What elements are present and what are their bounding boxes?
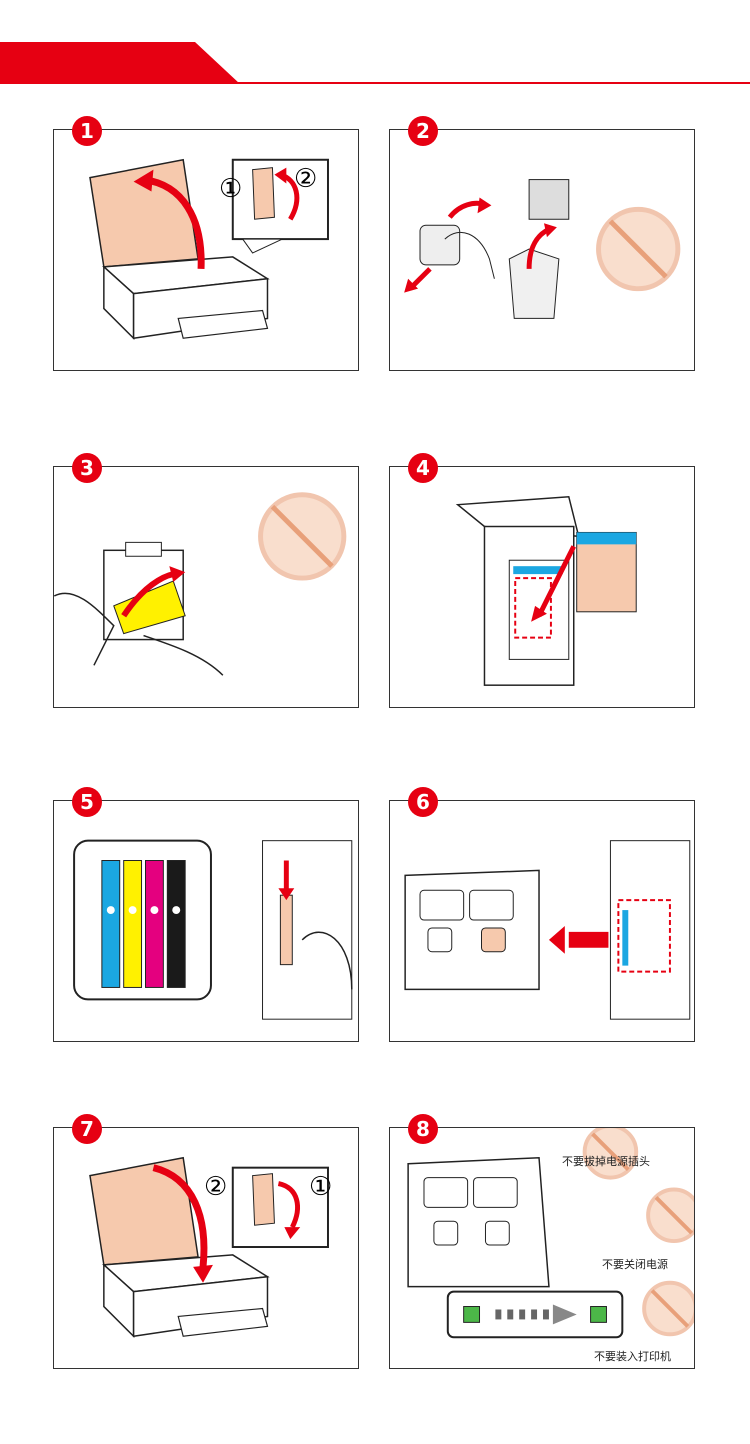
callout-2: ② (294, 164, 318, 194)
step-3-panel: 3 (53, 453, 359, 708)
step-number-badge: 6 (408, 787, 438, 817)
press-ink-button-illustration (404, 840, 691, 1020)
warning-label-unplug: 不要拔掉电源插头 (562, 1155, 650, 1168)
unpack-cartridges-illustration (404, 179, 681, 319)
callout-2: ② (204, 1172, 228, 1202)
step-number-badge: 5 (72, 787, 102, 817)
step-5-panel: 5 (53, 787, 359, 1042)
step-8-panel: 8 不要拔掉电源插头 不要关闭电源 不要装入打印机 (389, 1114, 695, 1369)
step-number-badge: 7 (72, 1114, 102, 1144)
step-number-badge: 1 (72, 116, 102, 146)
step-number-badge: 3 (72, 453, 102, 483)
warning-label-power-off: 不要关闭电源 (602, 1258, 668, 1271)
header-banner (0, 42, 750, 84)
remove-yellow-tape-illustration (54, 492, 347, 676)
step-7-panel: 7 ② ① (53, 1114, 359, 1369)
press-cartridge-illustration (73, 839, 353, 1020)
step-2-panel: 2 (389, 116, 695, 371)
step-6-panel: 6 (389, 787, 695, 1042)
step-number-badge: 8 (408, 1114, 438, 1144)
step-1-panel: 1 ① ② (53, 116, 359, 371)
step-4-panel: 4 (389, 453, 695, 708)
warning-label-load-paper: 不要装入打印机 (594, 1350, 671, 1363)
step-number-badge: 4 (408, 453, 438, 483)
charging-wait-illustration (407, 1128, 694, 1339)
insert-cartridge-illustration (455, 495, 637, 686)
printer-open-lid-illustration (89, 158, 329, 341)
callout-1: ① (309, 1172, 333, 1202)
callout-1: ① (219, 174, 243, 204)
step-number-badge: 2 (408, 116, 438, 146)
printer-close-lid-illustration (89, 1156, 329, 1339)
